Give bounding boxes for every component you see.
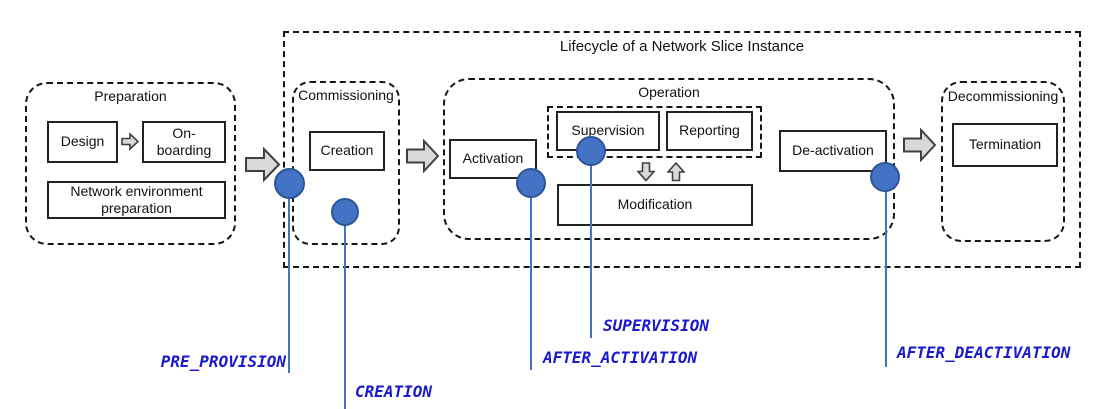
after-deactivation-marker-dot [870, 162, 900, 192]
supervision-reporting-frame [547, 106, 762, 158]
operation-title: Operation [638, 84, 700, 100]
pre-provision-label: PRE_PROVISION [160, 352, 286, 371]
commissioning-group [292, 81, 400, 245]
supervision-label: SUPERVISION [603, 316, 709, 335]
design-box: Design [47, 121, 118, 163]
after-deactivation-label: AFTER_DEACTIVATION [897, 343, 1071, 362]
decommissioning-title: Decommissioning [947, 88, 1059, 104]
onboarding-box: On- boarding [142, 121, 226, 163]
preparation-group [25, 82, 236, 245]
decommissioning-group [941, 81, 1065, 242]
commissioning-to-operation-arrow-icon [406, 139, 440, 173]
after-activation-marker-dot [516, 168, 546, 198]
supervision-to-modification-down-arrow-icon [637, 162, 655, 182]
lifecycle-outer-frame [283, 31, 1081, 268]
pre-provision-marker-dot [274, 168, 305, 199]
supervision-marker-dot [576, 136, 606, 166]
after-activation-label: AFTER_ACTIVATION [543, 348, 698, 367]
creation-marker-dot [331, 198, 359, 226]
supervision-leader-line [590, 151, 592, 338]
operation-to-decommissioning-arrow-icon [903, 128, 937, 162]
after-activation-leader-line [530, 184, 532, 370]
after-deactivation-leader-line [885, 177, 887, 367]
deactivation-box: De-activation [779, 130, 887, 172]
operation-group [443, 78, 895, 240]
termination-box: Termination [952, 123, 1058, 167]
creation-leader-line [344, 212, 346, 409]
preparation-title: Preparation [94, 88, 167, 104]
design-to-onboarding-arrow-icon [121, 132, 140, 151]
network-environment-preparation-box: Network environment preparation [47, 181, 226, 219]
modification-box: Modification [557, 184, 753, 226]
reporting-box: Reporting [666, 111, 753, 151]
creation-label: CREATION [355, 382, 433, 401]
modification-to-reporting-up-arrow-icon [667, 162, 685, 182]
supervision-box: Supervision [556, 111, 660, 151]
diagram-title: Lifecycle of a Network Slice Instance [559, 38, 805, 55]
preparation-to-commissioning-arrow-icon [245, 147, 281, 182]
pre-provision-leader-line [288, 183, 290, 373]
commissioning-title: Commissioning [298, 87, 394, 103]
creation-box: Creation [309, 131, 385, 171]
